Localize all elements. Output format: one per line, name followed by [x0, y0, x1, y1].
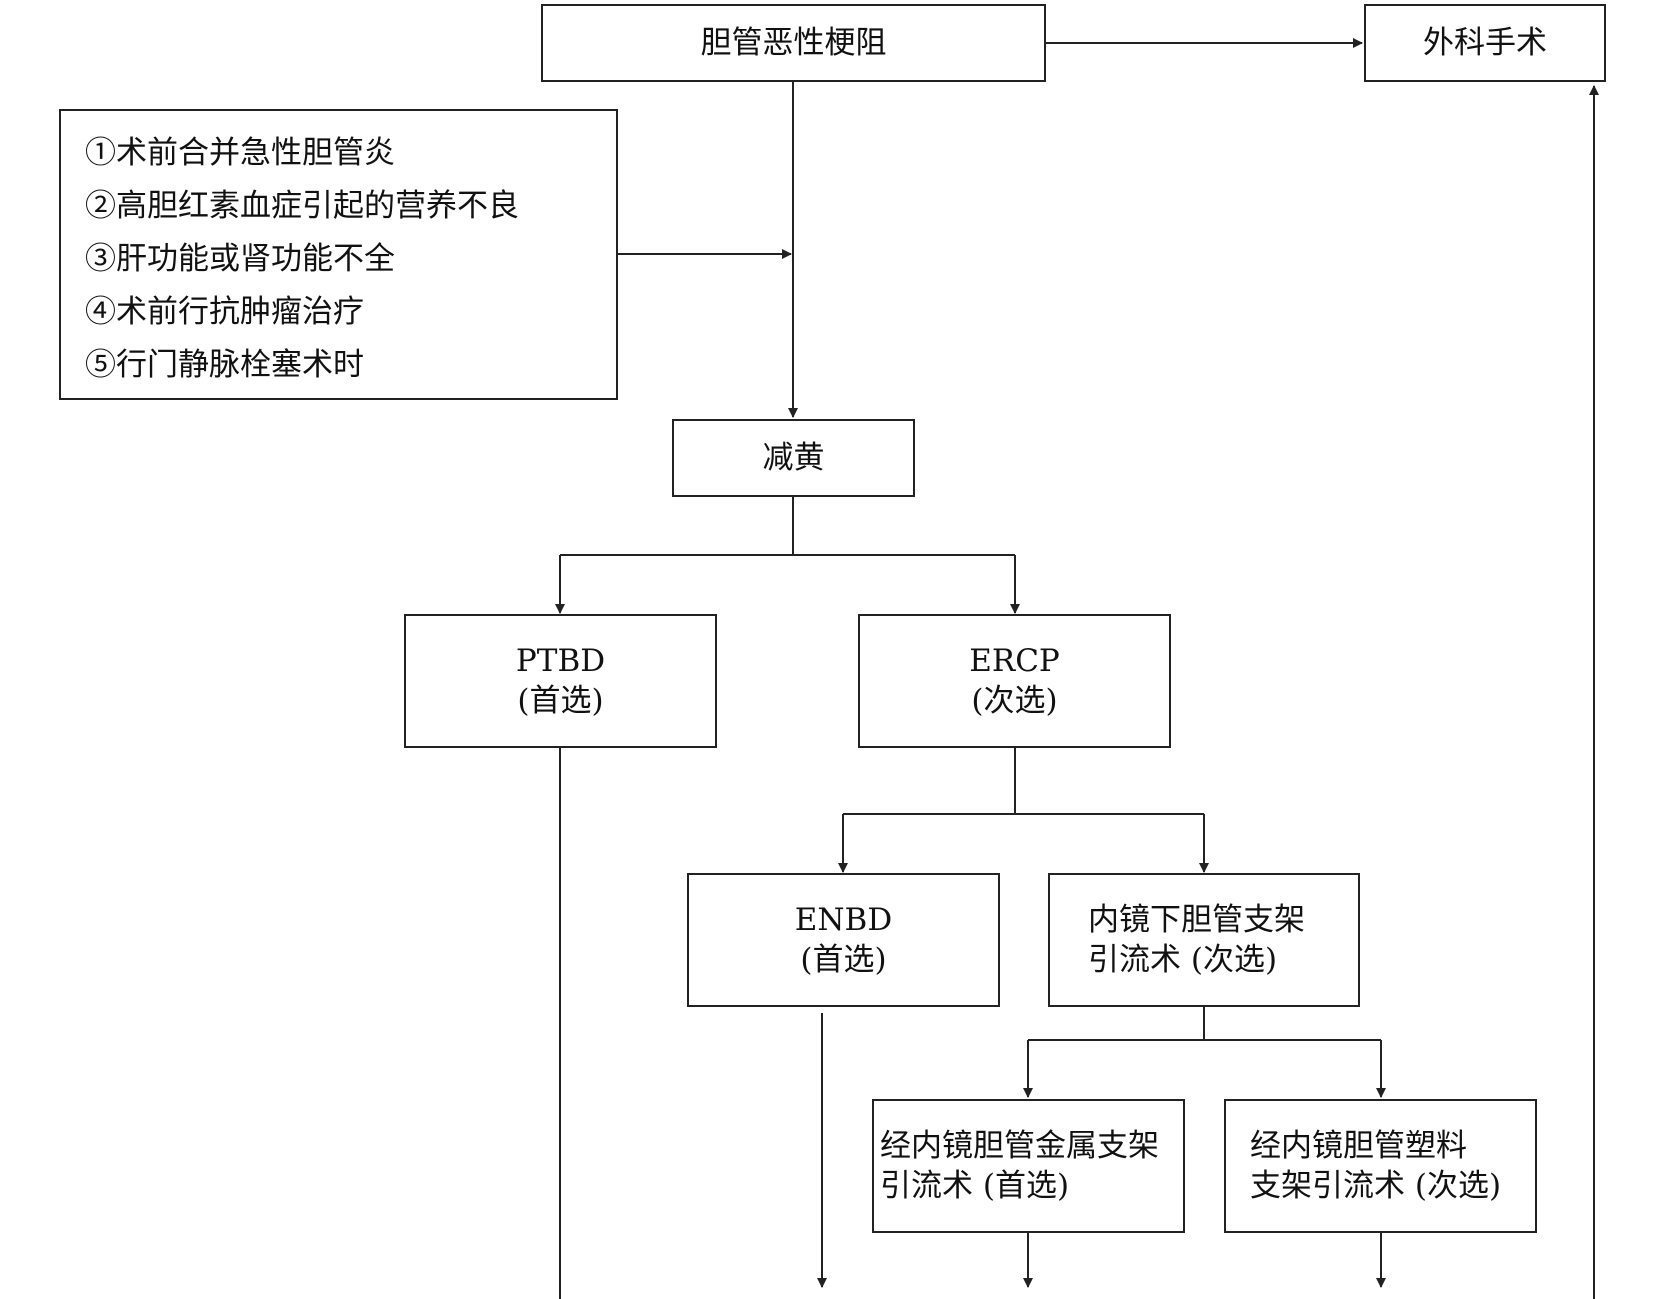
node-surgery-label: 外科手术	[1423, 25, 1547, 61]
node-ercp: ERCP (次选)	[858, 614, 1171, 748]
node-plastic-stent-line1: 经内镜胆管塑料	[1250, 1128, 1467, 1164]
node-ptbd: PTBD (首选)	[404, 614, 717, 748]
node-ercp-name: ERCP	[969, 643, 1060, 679]
node-metal-stent-line2: 引流术 (首选)	[880, 1168, 1070, 1204]
condition-item-5: ⑤行门静脉栓塞术时	[85, 347, 364, 383]
node-surgery: 外科手术	[1364, 4, 1606, 82]
node-endoscopic-stent-line2: 引流术 (次选)	[1088, 942, 1278, 978]
condition-item-3: ③肝功能或肾功能不全	[85, 241, 395, 277]
node-plastic-stent: 经内镜胆管塑料 支架引流术 (次选)	[1224, 1099, 1537, 1233]
node-malignant-biliary-obstruction: 胆管恶性梗阻	[541, 4, 1046, 82]
condition-item-1: ①术前合并急性胆管炎	[85, 135, 395, 171]
node-endoscopic-stent-line1: 内镜下胆管支架	[1088, 902, 1305, 938]
node-enbd: ENBD (首选)	[687, 873, 1000, 1007]
node-jaundice-reduction-label: 减黄	[762, 440, 825, 476]
node-ercp-note: (次选)	[971, 683, 1058, 719]
node-endoscopic-stent: 内镜下胆管支架 引流术 (次选)	[1048, 873, 1360, 1007]
node-metal-stent-line1: 经内镜胆管金属支架	[880, 1128, 1159, 1164]
node-metal-stent: 经内镜胆管金属支架 引流术 (首选)	[872, 1099, 1185, 1233]
node-jaundice-reduction: 减黄	[672, 419, 915, 497]
conditions-box: ①术前合并急性胆管炎 ②高胆红素血症引起的营养不良 ③肝功能或肾功能不全 ④术前…	[59, 109, 618, 400]
node-plastic-stent-line2: 支架引流术 (次选)	[1250, 1168, 1502, 1204]
node-enbd-name: ENBD	[794, 902, 893, 938]
node-enbd-note: (首选)	[800, 942, 887, 978]
node-malignant-biliary-obstruction-label: 胆管恶性梗阻	[700, 25, 887, 61]
condition-item-4: ④术前行抗肿瘤治疗	[85, 294, 364, 330]
node-ptbd-name: PTBD	[515, 643, 606, 679]
condition-item-2: ②高胆红素血症引起的营养不良	[85, 188, 519, 224]
node-ptbd-note: (首选)	[517, 683, 604, 719]
